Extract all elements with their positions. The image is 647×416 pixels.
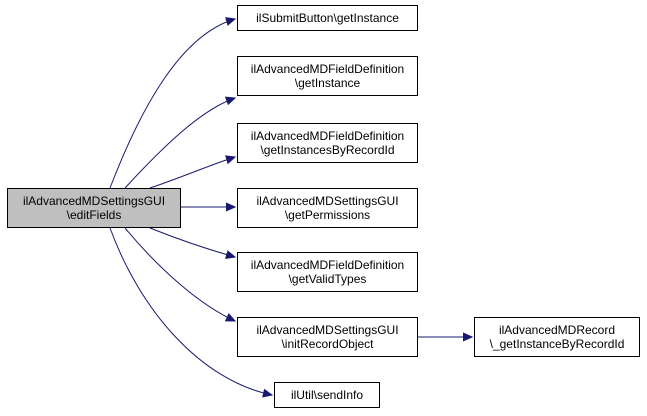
node-root-editfields[interactable]: ilAdvancedMDSettingsGUI \editFields <box>7 188 181 228</box>
node-label-line1: ilAdvancedMDSettingsGUI <box>22 194 166 208</box>
node-label-line2: \getInstance <box>294 76 361 90</box>
edge-to-util-sendinfo <box>109 227 272 395</box>
edge-to-submit-getinstance <box>109 19 235 189</box>
node-util-sendinfo[interactable]: ilUtil\sendInfo <box>274 382 380 408</box>
node-label-line2: \initRecordObject <box>281 337 374 351</box>
node-label-line1: ilAdvancedMDFieldDefinition <box>250 129 405 143</box>
node-record-getinstancebyrecordid[interactable]: ilAdvancedMDRecord \_getInstanceByRecord… <box>474 317 640 357</box>
node-label-line2: \getValidTypes <box>288 272 367 286</box>
node-label-line1: ilAdvancedMDSettingsGUI <box>256 194 399 208</box>
edge-to-fielddef-getinstance <box>124 98 235 189</box>
node-fielddefinition-getvalidtypes[interactable]: ilAdvancedMDFieldDefinition \getValidTyp… <box>237 252 418 292</box>
node-label-line2: \getInstancesByRecordId <box>260 143 395 157</box>
node-label-line1: ilSubmitButton\getInstance <box>256 11 399 25</box>
node-settingsgui-initrecordobject[interactable]: ilAdvancedMDSettingsGUI \initRecordObjec… <box>237 317 418 357</box>
node-label-line1: ilAdvancedMDFieldDefinition <box>250 62 405 76</box>
node-label-line1: ilAdvancedMDRecord <box>498 323 616 337</box>
node-label-line2: \getPermissions <box>284 208 371 222</box>
node-label-line2: \_getInstanceByRecordId <box>489 337 625 351</box>
node-settingsgui-getpermissions[interactable]: ilAdvancedMDSettingsGUI \getPermissions <box>237 188 418 228</box>
edge-to-settingsgui-initrecordobject <box>124 227 235 321</box>
node-fielddefinition-getinstance[interactable]: ilAdvancedMDFieldDefinition \getInstance <box>237 56 418 96</box>
node-fielddefinition-getinstancesbyrecordid[interactable]: ilAdvancedMDFieldDefinition \getInstance… <box>237 123 418 163</box>
node-submitbutton-getinstance[interactable]: ilSubmitButton\getInstance <box>237 5 418 31</box>
node-label-line2: \editFields <box>66 208 122 222</box>
edge-to-fielddef-getinstancesbyrecordid <box>149 157 235 189</box>
node-label-line1: ilAdvancedMDFieldDefinition <box>250 258 405 272</box>
node-label-line1: ilAdvancedMDSettingsGUI <box>256 323 399 337</box>
edge-to-fielddef-getvalidtypes <box>149 227 235 257</box>
node-label-line1: ilUtil\sendInfo <box>290 388 364 402</box>
